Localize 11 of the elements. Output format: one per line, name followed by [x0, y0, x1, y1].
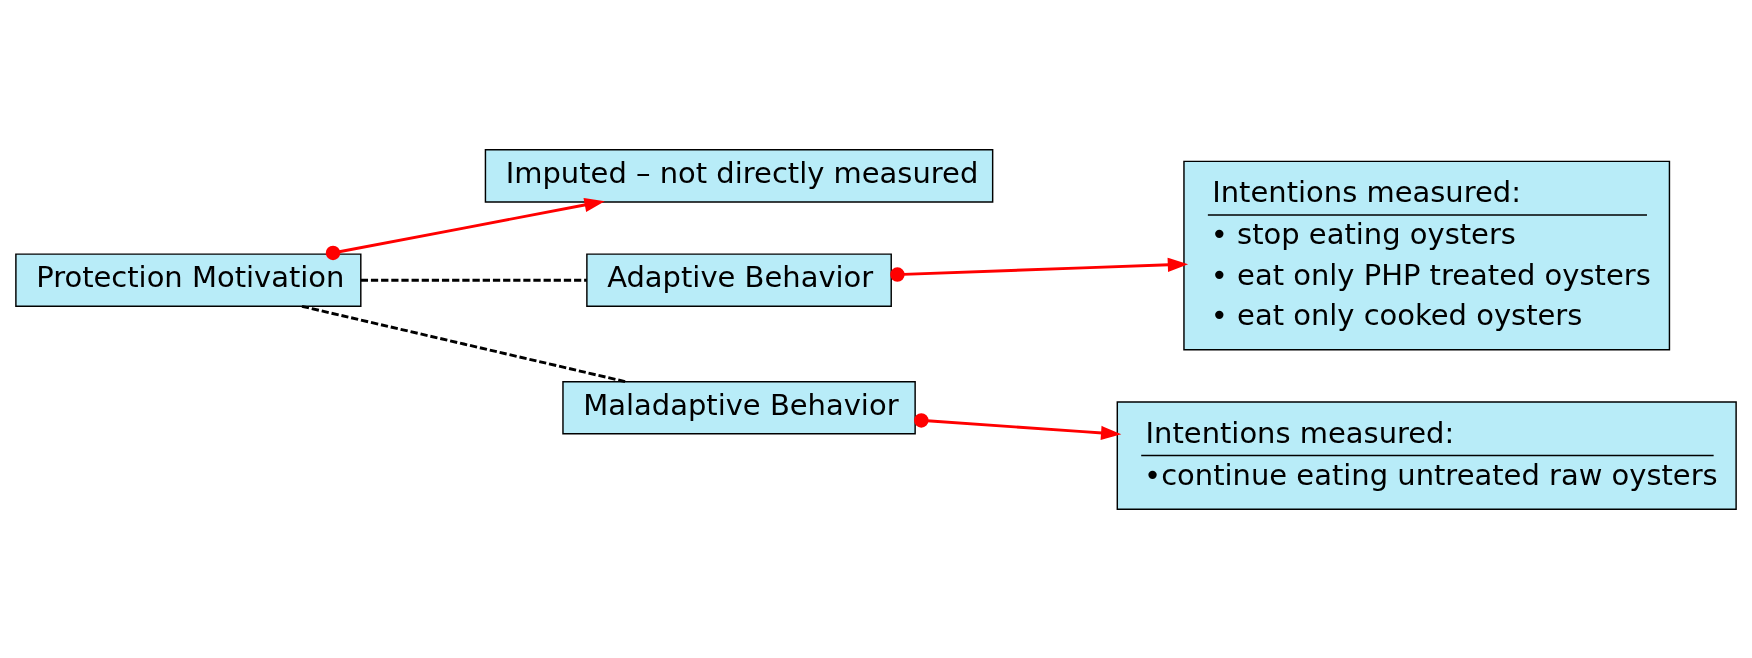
node-box: Intentions measured: •continue eating untreated raw oysters	[1116, 400, 1737, 510]
node-box: Intentions measured: • stop eating oysters • eat only PHP treated oysters • eat only cooked oysters	[1183, 160, 1671, 350]
node-box: Maladaptive Behavior	[562, 380, 916, 435]
arrow	[890, 257, 1189, 282]
connector	[360, 278, 587, 282]
node-box: Adaptive Behavior	[586, 252, 892, 307]
node-box: Protection Motivation	[15, 252, 362, 307]
arrow	[914, 412, 1122, 440]
connector	[301, 304, 626, 383]
node-box: Imputed – not directly measured	[484, 148, 994, 203]
arrow	[325, 197, 605, 260]
